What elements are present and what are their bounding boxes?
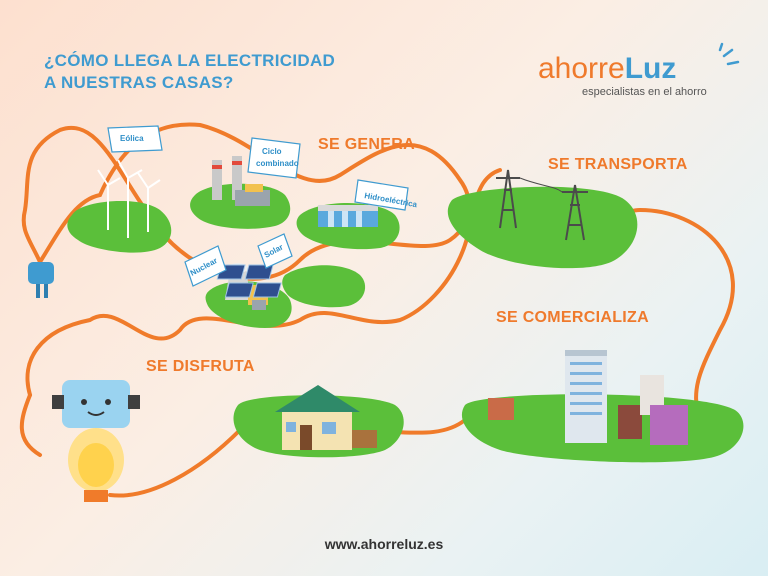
brand-tagline: especialistas en el ahorro bbox=[582, 86, 707, 98]
combined-cycle-plant-icon bbox=[212, 156, 270, 206]
footer-url: www.ahorreluz.es bbox=[324, 536, 444, 552]
platform-solar bbox=[282, 265, 366, 308]
page-title: ¿CÓMO LLEGA LA ELECTRICIDAD A NUESTRAS C… bbox=[44, 50, 335, 94]
solar-panels-icon bbox=[216, 264, 282, 298]
bubble-wind: Eólica bbox=[107, 125, 163, 153]
bubble-combined-cycle-label-1: Ciclo bbox=[262, 147, 282, 156]
plug-icon bbox=[28, 262, 54, 298]
bubble-combined-cycle-label-2: combinado bbox=[256, 159, 299, 168]
platform-transport bbox=[447, 186, 638, 269]
transmission-towers-icon bbox=[496, 169, 588, 241]
house-icon bbox=[275, 385, 377, 450]
light-bulb-mascot-icon bbox=[52, 380, 140, 502]
brand-logo: ahorreLuz especialistas en el ahorro bbox=[538, 52, 707, 99]
hydro-dam-icon bbox=[318, 205, 378, 227]
brand-name-part-1: ahorre bbox=[538, 52, 625, 85]
bubble-combined-cycle: Ciclo combinado bbox=[247, 137, 301, 179]
logo-spark-icon bbox=[718, 42, 740, 66]
stage-sell-label: SE COMERCIALIZA bbox=[496, 309, 649, 326]
bubble-solar: Solar bbox=[257, 233, 293, 269]
stage-enjoy-label: SE DISFRUTA bbox=[146, 358, 255, 375]
wind-turbines-icon bbox=[97, 159, 161, 238]
bubble-wind-label: Eólica bbox=[120, 134, 144, 143]
brand-name-part-2: Luz bbox=[624, 52, 677, 85]
stage-generate-label: SE GENERA bbox=[318, 136, 415, 153]
platform-wind bbox=[67, 200, 172, 253]
page-title-line-1: ¿CÓMO LLEGA LA ELECTRICIDAD bbox=[44, 51, 336, 70]
power-cable bbox=[21, 122, 502, 397]
bubble-hydro: Hidroeléctrica bbox=[354, 179, 418, 211]
stage-transport-label: SE TRANSPORTA bbox=[548, 156, 688, 173]
bubble-nuclear: Nuclear bbox=[184, 245, 227, 287]
page-title-line-2: A NUESTRAS CASAS? bbox=[44, 73, 234, 92]
city-buildings-icon bbox=[488, 350, 688, 445]
